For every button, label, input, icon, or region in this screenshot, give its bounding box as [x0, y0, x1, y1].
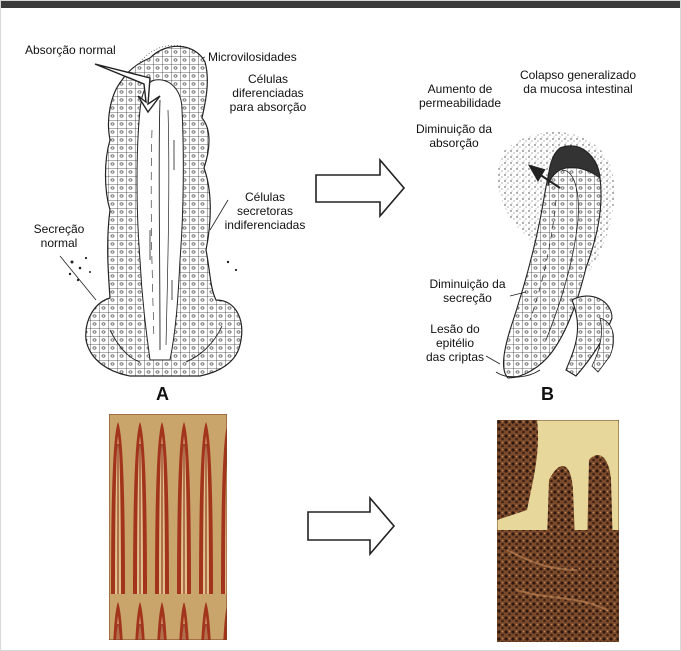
label-aumento-permeabilidade: Aumento de permeabilidade [405, 82, 515, 110]
panel-letter-b: B [541, 384, 554, 405]
label-celulas-secretoras: Células secretoras indiferenciadas [215, 190, 315, 232]
villus-damaged [496, 132, 614, 378]
label-microvilosidades: Microvilosidades [208, 50, 297, 64]
label-diminuicao-absorcao: Diminuição da absorção [404, 122, 504, 150]
label-colapso: Colapso generalizado da mucosa intestina… [508, 68, 648, 96]
micrograph-damaged-mucosa [497, 420, 619, 642]
label-absorcao-normal: Absorção normal [25, 43, 116, 57]
panel-letter-a: A [156, 384, 169, 405]
label-secrecao-normal: Secreção normal [24, 222, 94, 250]
micrograph-normal-mucosa [109, 414, 227, 640]
arrow-bottom [308, 498, 394, 554]
arrow-top [316, 160, 404, 216]
label-celulas-diferenciadas: Células diferenciadas para absorção [218, 72, 318, 114]
label-diminuicao-secrecao: Diminuição da secreção [420, 277, 515, 305]
label-lesao-epitelio: Lesão do epitélio das criptas [415, 322, 495, 364]
